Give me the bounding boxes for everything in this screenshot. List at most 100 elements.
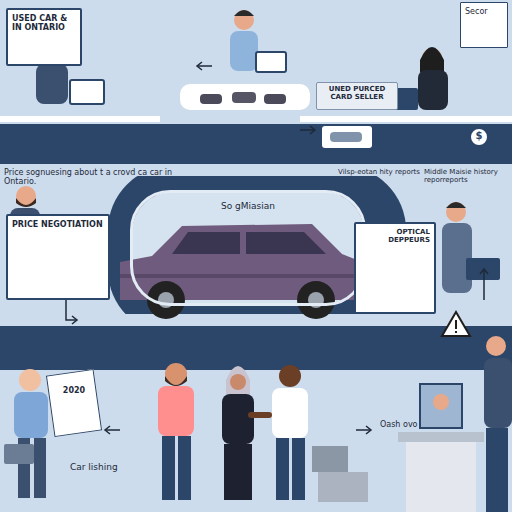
car-illustration [246,232,326,254]
person [486,428,508,512]
desk [0,116,160,122]
person [442,202,500,293]
person [36,64,68,104]
person [446,202,466,208]
flow-arrow [483,270,485,300]
person [420,47,444,72]
boxes [318,472,368,502]
node-text: PRICE NEGOTIATION [12,220,104,229]
node-text: Secor [465,7,503,16]
person [230,31,258,71]
flow-arrow [197,62,202,70]
car-illustration [172,232,240,254]
person [248,365,308,500]
podium [420,384,462,428]
report-note: Vilsp-eotan hity reports [338,168,422,176]
person [230,374,246,390]
person [484,358,512,428]
car-illustration [147,281,185,319]
desk [300,116,512,122]
node-text: So gMiasian [141,201,355,211]
person [19,369,41,391]
step-label: Car lishing [70,462,150,472]
flow-arrow [310,126,315,134]
person [279,365,301,387]
person [226,366,250,394]
person [230,10,286,72]
person [222,366,254,500]
flow-arrow [105,426,110,434]
person [486,336,506,356]
node-text: OPTICAL DEPPEURS [360,228,430,244]
boxes [312,446,368,502]
person [70,80,104,104]
person [4,444,34,464]
dark-band [0,124,512,370]
person [162,436,175,500]
podium [398,432,484,442]
person [234,10,254,30]
sign-board: USED CAR & IN ONTARIO [6,8,82,66]
person [446,202,466,222]
person [276,438,289,500]
person [14,392,48,438]
caption-note: Price sognuesing about t a crovd ca car … [4,168,194,186]
car-panel: So gMiasian [130,190,366,306]
flow-arrow [66,300,76,320]
dark-band [0,314,512,326]
node-text: USED CAR & IN ONTARIO [12,14,76,32]
dark-band [0,326,512,370]
flow-arrow [72,316,77,324]
negotiation-sheet: PRICE NEGOTIATION [6,214,110,300]
paper-sheet [46,369,102,437]
person [34,438,46,498]
desk [180,84,310,110]
podium [433,394,449,410]
flow-arrow [106,429,120,431]
warning-symbol [455,320,457,329]
person [165,363,187,385]
report-sheet: OPTICAL DEPPEURS [354,222,436,314]
person [165,376,187,386]
flow-arrow [66,62,488,434]
person [222,394,254,444]
person [4,369,48,498]
car-thumbnails [264,94,286,104]
car-thumbnails [330,132,362,142]
podium [398,384,484,512]
step-label: Oash ovo [380,420,440,429]
dollar-badge [470,128,488,146]
flow-arrow [366,426,371,434]
person [418,70,448,110]
warning-symbol [442,312,470,336]
dollar-sign: $ [472,130,486,142]
person [16,198,36,207]
person [158,386,194,436]
person [158,363,194,500]
dark-band [0,124,512,164]
person [292,438,305,500]
boxes [312,446,348,472]
flow-arrow [300,129,314,131]
person [484,336,512,512]
person [16,186,36,206]
person [248,412,272,418]
flow-arrow [356,429,370,431]
dollar-badge [470,128,488,146]
person [442,223,472,293]
person [272,388,308,438]
flow-arrow [198,65,212,67]
document-year: 2020 [56,386,92,395]
person [224,444,252,500]
warning-symbol [455,331,457,333]
person [256,52,286,72]
person [178,436,191,500]
warning-symbol [442,312,470,336]
seller-sign: UNED PURCED CARD SELLER [316,82,398,110]
person [234,10,254,16]
person [466,258,500,280]
car-illustration [120,274,362,278]
